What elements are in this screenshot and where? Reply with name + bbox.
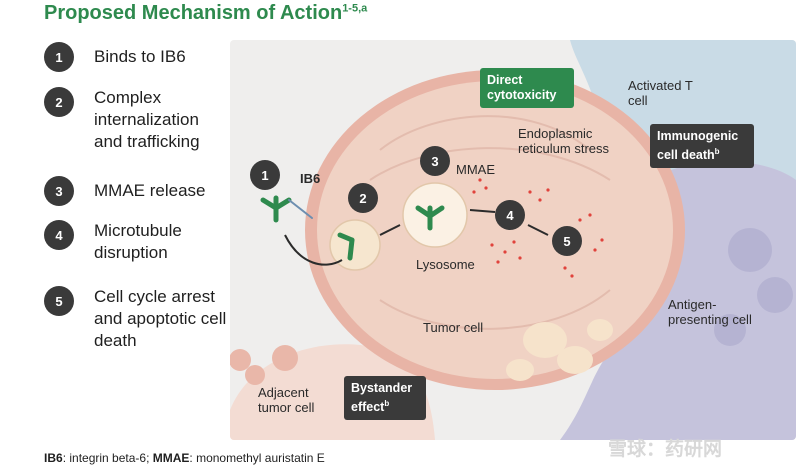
bystander-box-sup: b (384, 399, 390, 408)
arrow-to-microtubule (469, 209, 496, 213)
mmae-payload-dots (472, 178, 604, 278)
arrow-to-death (527, 224, 549, 236)
mmae-label: MMAE (456, 162, 495, 177)
diagram-step-badge: 4 (495, 200, 525, 230)
immunogenic-box-sup: b (714, 147, 720, 156)
direct-cytotoxicity-box: Direct cytotoxicity (480, 68, 574, 108)
step-text: Cell cycle arrest and apoptotic cell dea… (94, 287, 227, 350)
step-number-badge: 3 (44, 176, 74, 206)
apc-vesicle (757, 277, 793, 313)
step-number-badge: 5 (44, 286, 74, 316)
er-line (379, 115, 591, 151)
step-number-badge: 4 (44, 220, 74, 250)
apoptotic-bleb (506, 359, 534, 381)
mechanism-diagram: 1 2 3 4 5 IB6 MMAE Lysosome Endoplasmic … (230, 40, 796, 440)
adjacent-bleb (230, 349, 251, 371)
tumor-cell-label: Tumor cell (423, 320, 484, 335)
footnote: IB6: integrin beta-6; MMAE: monomethyl a… (44, 451, 325, 465)
adc-in-endosome (337, 232, 355, 261)
apoptotic-bleb (557, 346, 593, 374)
bystander-effect-box: Bystander effectb (344, 376, 426, 421)
apoptotic-bleb (523, 322, 567, 358)
diagram-step-badge: 3 (420, 146, 450, 176)
title-superscript: 1-5,a (342, 2, 368, 15)
footnote-def: : monomethyl auristatin E (189, 451, 325, 465)
footnote-def: : integrin beta-6; (62, 451, 153, 465)
step-item: 3 MMAE release (44, 176, 244, 206)
diagram-step-badge: 2 (348, 183, 378, 213)
footnote-abbrev: IB6 (44, 451, 63, 465)
step-number-badge: 2 (44, 87, 74, 117)
step-item: 5 Cell cycle arrest and apoptotic cell d… (44, 286, 234, 352)
watermark: 雪球：药研网 (608, 439, 723, 460)
adc-antibody (260, 195, 313, 223)
title-text: Proposed Mechanism of Action (44, 2, 343, 24)
step-text: Microtubule disruption (94, 221, 182, 262)
t-cell-label: Activated T cell (628, 78, 693, 108)
lysosome-label: Lysosome (416, 257, 475, 272)
apoptotic-bleb (587, 319, 613, 341)
apc-label: Antigen-presenting cell (668, 297, 752, 327)
step-text: Binds to IB6 (94, 47, 186, 66)
diagram-step-badge: 5 (552, 226, 582, 256)
diagram-step-badge: 1 (250, 160, 280, 190)
adc-in-lysosome (415, 205, 445, 231)
apc-shape (560, 161, 796, 440)
apc-vesicle (728, 228, 772, 272)
endosome (329, 219, 381, 271)
page-title: Proposed Mechanism of Action1-5,a (44, 2, 367, 25)
ib6-label: IB6 (300, 171, 321, 186)
tumor-cell-body (317, 81, 673, 379)
adjacent-bleb (245, 365, 265, 385)
step-item: 4 Microtubule disruption (44, 220, 204, 264)
step-text: MMAE release (94, 181, 206, 200)
footnote-abbrev: MMAE (152, 451, 190, 465)
arrow-to-lysosome (379, 224, 401, 236)
immunogenic-box-text: Immunogenic cell death (657, 129, 739, 163)
adjacent-bleb (272, 345, 298, 371)
bystander-box-text: Bystander effect (351, 381, 413, 415)
step-text: Complex internalization and trafficking (94, 88, 200, 151)
er-line (379, 289, 611, 330)
er-stress-label: Endoplasmic reticulum stress (518, 126, 610, 156)
immunogenic-cell-death-box: Immunogenic cell deathb (650, 124, 754, 169)
adjacent-cell-label: Adjacent tumor cell (258, 385, 315, 415)
step-number-badge: 1 (44, 42, 74, 72)
step-item: 2 Complex internalization and traffickin… (44, 87, 224, 153)
step-item: 1 Binds to IB6 (44, 42, 244, 72)
arrow-internalize (284, 234, 343, 266)
apc-vesicle (714, 314, 746, 346)
er-line (369, 147, 611, 181)
